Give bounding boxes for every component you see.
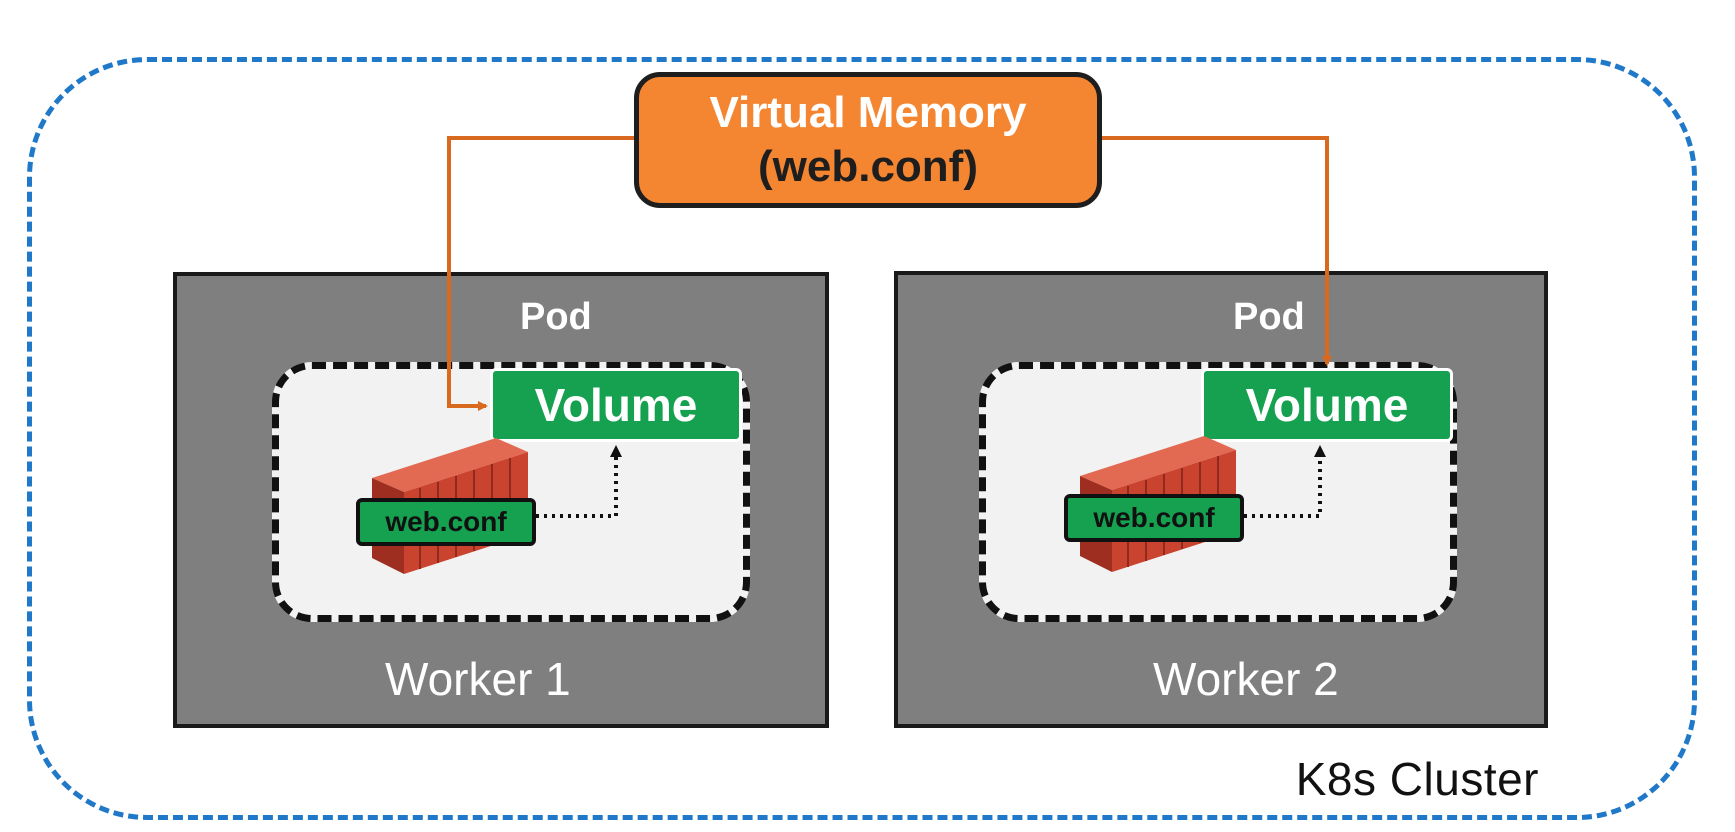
container-file-tag-1: web.conf xyxy=(356,498,536,546)
virtual-memory-title: Virtual Memory xyxy=(709,88,1027,137)
virtual-memory-subtitle: (web.conf) xyxy=(758,142,978,191)
pod-label-1: Pod xyxy=(520,296,592,338)
virtual-memory-box: Virtual Memory (web.conf) xyxy=(634,72,1102,208)
volume-box-2: Volume xyxy=(1201,368,1453,442)
worker-label-1: Worker 1 xyxy=(385,653,571,705)
worker-label-2: Worker 2 xyxy=(1153,653,1339,705)
pod-label-2: Pod xyxy=(1233,296,1305,338)
volume-box-1: Volume xyxy=(490,368,742,442)
cluster-label: K8s Cluster xyxy=(1295,753,1539,805)
container-file-tag-2: web.conf xyxy=(1064,494,1244,542)
k8s-cluster-boundary xyxy=(27,57,1697,820)
